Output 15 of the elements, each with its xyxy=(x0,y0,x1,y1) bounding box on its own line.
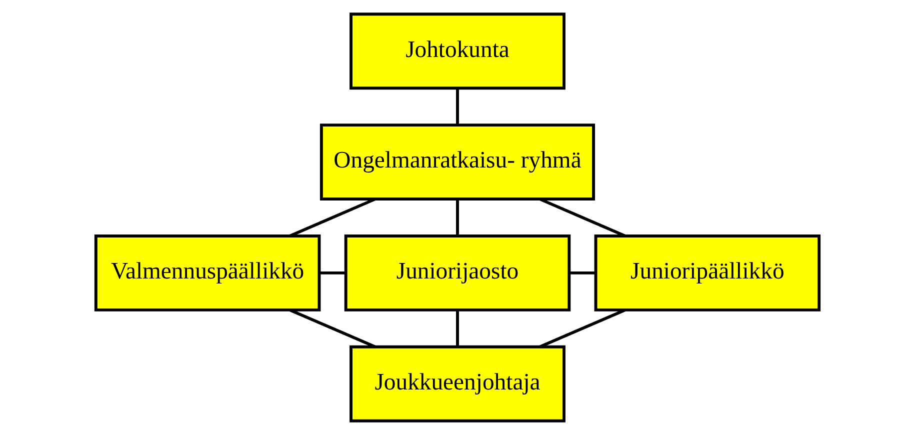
node-box: Ongelmanratkaisu- ryhmä xyxy=(320,124,596,200)
node-box: Joukkueenjohtaja xyxy=(350,345,566,422)
connector xyxy=(456,310,459,346)
connector xyxy=(539,198,626,238)
connector xyxy=(456,88,459,124)
node-box: Junioripäällikkö xyxy=(594,234,821,312)
connector xyxy=(290,308,376,348)
connector xyxy=(569,271,596,274)
connector xyxy=(319,271,346,274)
node-box: Juniorijaosto xyxy=(344,234,571,312)
node-box: Johtokunta xyxy=(350,12,566,90)
connector xyxy=(456,199,459,236)
connector xyxy=(289,198,376,238)
connector xyxy=(539,308,626,348)
node-box: Valmennuspäällikkö xyxy=(94,234,321,312)
